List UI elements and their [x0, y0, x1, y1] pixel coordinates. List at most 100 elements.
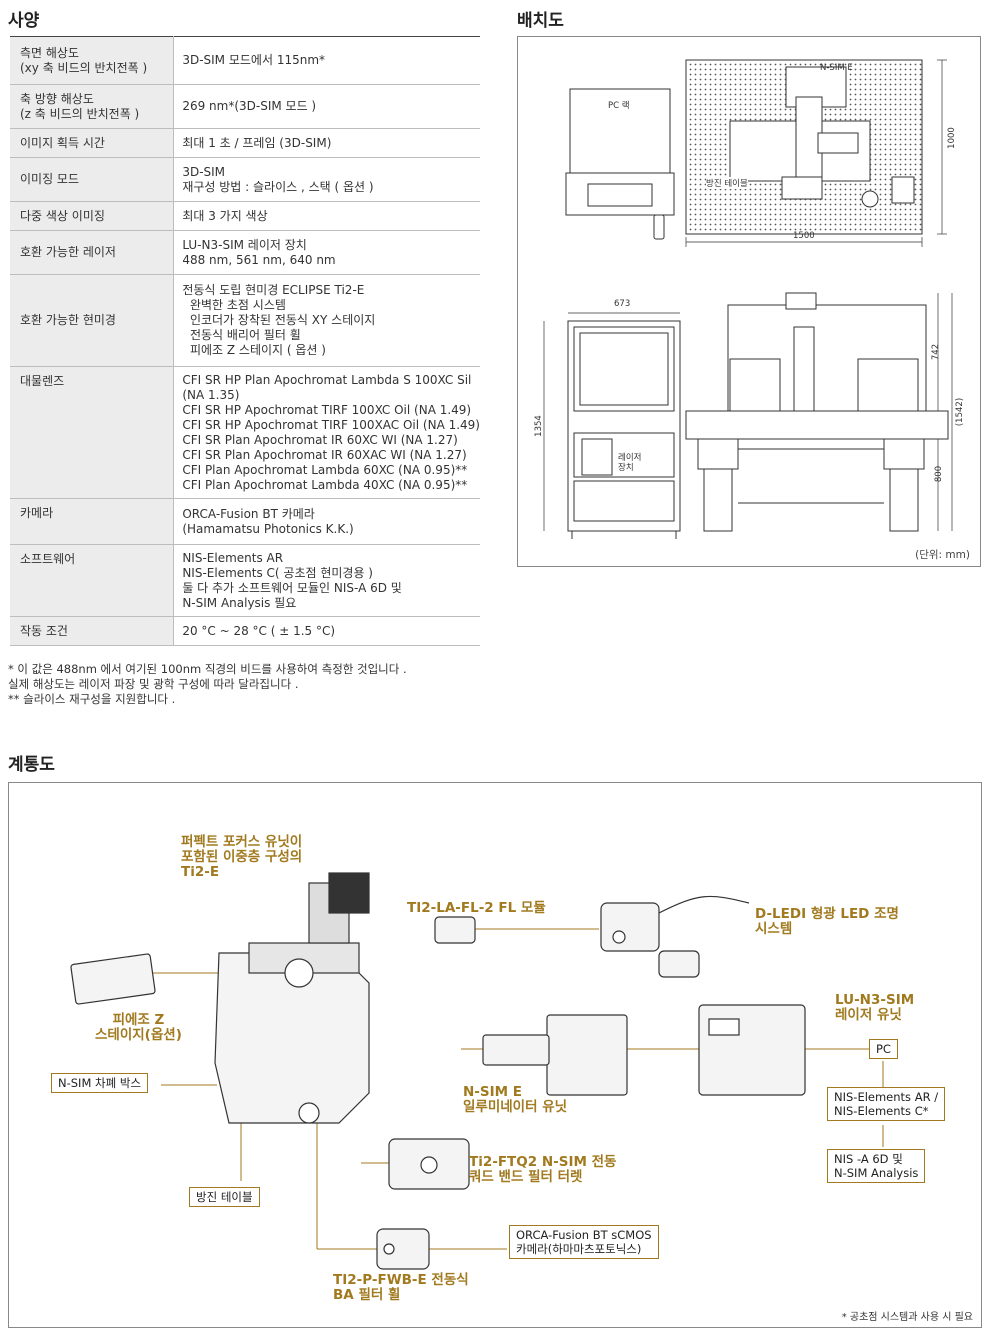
layout-title: 배치도	[517, 11, 564, 31]
spec-value: 269 nm*(3D-SIM 모드 )	[173, 84, 480, 129]
spec-key: 소프트웨어	[10, 544, 174, 617]
spec-key-line: 이미징 모드	[20, 172, 80, 186]
spec-row: 작동 조건 20 °C ~ 28 °C ( ± 1.5 °C)	[10, 616, 480, 646]
spec-value-line: 488 nm, 561 nm, 640 nm	[182, 252, 336, 267]
spec-value: 최대 3 가지 색상	[173, 201, 480, 231]
spec-value-line: 전동식 배리어 필터 휠	[182, 328, 301, 342]
spec-value-line: NIS-Elements C( 공초점 현미경용 )	[182, 565, 373, 580]
system-svg	[70, 872, 884, 1270]
lu-n3-label: LU-N3-SIM 레이저 유닛	[835, 992, 915, 1023]
piezo-stage-drawing	[70, 953, 156, 1005]
fwb-drawing	[376, 1228, 430, 1270]
spec-value-line: CFI Plan Apochromat Lambda 40XC (NA 0.95…	[182, 477, 468, 492]
spec-key: 작동 조건	[10, 616, 174, 646]
spec-value: ORCA-Fusion BT 카메라(Hamamatsu Photonics K…	[173, 498, 480, 545]
spec-value-line: (Hamamatsu Photonics K.K.)	[182, 521, 354, 536]
spec-row: 측면 해상도(xy 축 비드의 반치전폭 ) 3D-SIM 모드에서 115nm*	[10, 36, 480, 85]
spec-key: 카메라	[10, 498, 174, 545]
spec-row: 축 방향 해상도(z 축 비드의 반치전폭 ) 269 nm*(3D-SIM 모드…	[10, 84, 480, 129]
spec-value-line: 269 nm*(3D-SIM 모드 )	[182, 99, 317, 113]
anti-vib-tag: 방진 테이블	[189, 1187, 260, 1207]
system-diagram: 퍼펙트 포커스 유닛이 포함된 이중층 구성의 Ti2-E TI2-LA-FL-…	[8, 782, 982, 1328]
spec-value-line: 피에조 Z 스테이지 ( 옵션 )	[182, 343, 326, 357]
spec-value-line: LU-N3-SIM 레이저 장치	[182, 237, 307, 252]
anti-vib-table-label-2: 방진 테이블	[706, 177, 748, 189]
spec-value-line: 전동식 도립 현미경 ECLIPSE Ti2-E	[182, 283, 365, 297]
spec-value-line: (NA 1.35)	[182, 387, 240, 402]
spec-notes: * 이 값은 488nm 에서 여기된 100nm 직경의 비드를 사용하여 측…	[8, 662, 407, 707]
spec-row: 이미지 획득 시간 최대 1 초 / 프레임 (3D-SIM)	[10, 128, 480, 158]
spec-key-line: 작동 조건	[20, 624, 68, 638]
nis-a6d-tag: NIS -A 6D 및 N-SIM Analysis	[827, 1149, 926, 1183]
spec-value-line: CFI SR HP Apochromat TIRF 100XC Oil (NA …	[182, 402, 472, 417]
spec-value-line: 재구성 방법 : 슬라이스 , 스택 ( 옵션 )	[182, 179, 374, 194]
spec-title: 사양	[8, 11, 40, 31]
spec-key: 축 방향 해상도(z 축 비드의 반치전폭 )	[10, 84, 174, 129]
spec-value: 20 °C ~ 28 °C ( ± 1.5 °C)	[173, 616, 480, 646]
spec-value-line: 3D-SIM	[182, 164, 226, 179]
spec-value-line: N-SIM Analysis 필요	[182, 595, 297, 610]
spec-key-line: 축 방향 해상도	[20, 91, 94, 106]
spec-value: 3D-SIM 모드에서 115nm*	[173, 36, 480, 85]
spec-key-line: 소프트웨어	[20, 552, 76, 566]
note-2: 실제 해상도는 레이저 파장 및 광학 구성에 따라 달라집니다 .	[8, 677, 299, 691]
spec-value-line: 최대 3 가지 색상	[182, 208, 268, 223]
ftq2-label: Ti2-FTQ2 N-SIM 전동 쿼드 밴드 필터 터렛	[469, 1154, 617, 1185]
system-title: 계통도	[8, 755, 55, 775]
spec-key: 대물렌즈	[10, 366, 174, 499]
spec-value-line: 인코더가 장착된 전동식 XY 스테이지	[182, 313, 376, 327]
layout-svg	[543, 59, 953, 539]
spec-value-line: 완벽한 초점 시스템	[182, 298, 286, 312]
spec-key: 측면 해상도(xy 축 비드의 반치전폭 )	[10, 36, 174, 85]
spec-key: 이미지 획득 시간	[10, 128, 174, 158]
nsim-e-label: N-SIM E	[820, 63, 853, 73]
dledi-drawing	[600, 902, 660, 952]
pc-rack-top	[565, 88, 675, 240]
nsim-e-label: N-SIM E 일루미네이터 유닛	[463, 1084, 568, 1115]
note-3: ** 슬라이스 재구성을 지원합니다 .	[8, 692, 176, 706]
spec-value: CFI SR HP Plan Apochromat Lambda S 100XC…	[173, 366, 480, 499]
spec-table: 측면 해상도(xy 축 비드의 반치전폭 ) 3D-SIM 모드에서 115nm*…	[10, 36, 480, 646]
laser-unit-label-2: 장치	[618, 463, 634, 473]
layout-drawing: PC 랙 N-SIM E 방진 테이블 레이저 장치 1500 1000 673…	[517, 36, 981, 567]
spec-key-line: (z 축 비드의 반치전폭 )	[20, 106, 140, 121]
spec-key: 호환 가능한 레이저	[10, 230, 174, 275]
spec-value-line: 최대 1 초 / 프레임 (3D-SIM)	[182, 135, 332, 150]
orca-tag: ORCA-Fusion BT sCMOS 카메라(하마마츠포토닉스)	[509, 1225, 659, 1259]
dim-1354: 1354	[533, 415, 544, 437]
spec-value-line: ORCA-Fusion BT 카메라	[182, 506, 315, 521]
spec-key: 다중 색상 이미징	[10, 201, 174, 231]
spec-value: 전동식 도립 현미경 ECLIPSE Ti2-E 완벽한 초점 시스템 인코더가…	[173, 274, 480, 367]
spec-value-line: CFI Plan Apochromat Lambda 60XC (NA 0.95…	[182, 462, 468, 477]
spec-key-line: (xy 축 비드의 반치전폭 )	[20, 60, 148, 75]
ti2e-label: 퍼펙트 포커스 유닛이 포함된 이중층 구성의 Ti2-E	[181, 834, 303, 880]
fl-module-label: TI2-LA-FL-2 FL 모듈	[407, 900, 546, 916]
dim-1500: 1500	[793, 231, 815, 241]
spec-key-line: 다중 색상 이미징	[20, 208, 105, 223]
equipment-drawings	[70, 872, 806, 1270]
spec-key-line: 카메라	[20, 506, 54, 520]
spec-value-line: 20 °C ~ 28 °C ( ± 1.5 °C)	[182, 623, 336, 638]
nsim-e-drawing	[546, 1014, 628, 1096]
fwb-label: TI2-P-FWB-E 전동식 BA 필터 휠	[333, 1272, 469, 1303]
note-1: * 이 값은 488nm 에서 여기된 100nm 직경의 비드를 사용하여 측…	[8, 662, 407, 676]
spec-value-line: 둘 다 추가 소프트웨어 모듈인 NIS-A 6D 및	[182, 580, 402, 595]
laser-unit-label-1: 레이저	[618, 453, 642, 463]
spec-row: 다중 색상 이미징 최대 3 가지 색상	[10, 201, 480, 231]
spec-value-line: CFI SR Plan Apochromat IR 60XC WI (NA 1.…	[182, 432, 458, 447]
dim-742: 742	[931, 343, 942, 361]
spec-value-line: CFI SR HP Apochromat TIRF 100XAC Oil (NA…	[182, 417, 480, 432]
spec-value: 최대 1 초 / 프레임 (3D-SIM)	[173, 128, 480, 158]
spec-value-line: 3D-SIM 모드에서 115nm*	[182, 53, 326, 67]
spec-row: 카메라 ORCA-Fusion BT 카메라(Hamamatsu Photonic…	[10, 498, 480, 545]
piezo-label: 피에조 Z 스테이지(옵션)	[95, 1012, 182, 1043]
spec-key: 이미징 모드	[10, 157, 174, 202]
nis-ar-tag: NIS-Elements AR / NIS-Elements C*	[827, 1087, 946, 1121]
